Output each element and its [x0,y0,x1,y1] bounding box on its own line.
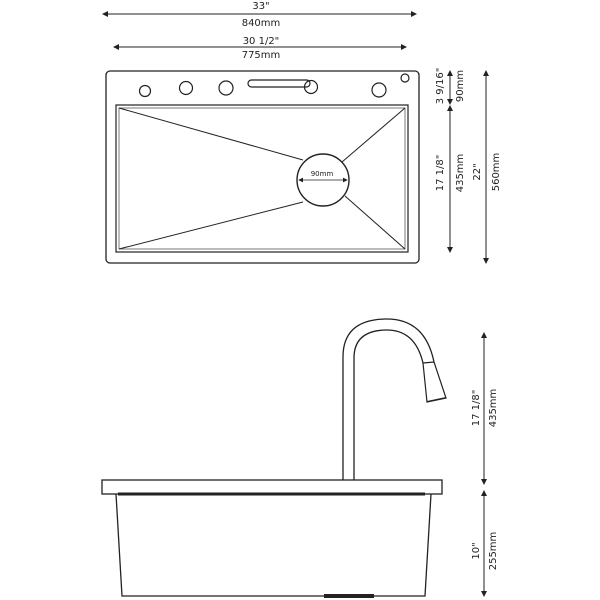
basin-depth-inches-label: 17 1/8" [435,155,446,192]
faucet-outer-outline [342,318,435,480]
top-view: 33" 840mm 30 1/2" 775mm 90mm [102,1,502,264]
basin-depth-dimension: 17 1/8" 435mm [435,105,466,253]
fold-line-top-right [341,107,406,163]
bowl-depth-inches-label: 10" [471,542,482,559]
accessory-hole-2 [178,80,194,96]
overall-depth-dimension: 22" 560mm [472,70,502,264]
deck-depth-dimension: 3 9/16" 90mm [435,68,466,105]
basin-width-mm-label: 775mm [242,50,281,61]
overall-depth-inches-label: 22" [472,163,483,180]
accessory-hole-3 [218,80,234,96]
faucet-height-mm-label: 435mm [488,389,499,428]
accessory-hole-4 [303,79,319,95]
accessory-hole-1 [138,84,152,98]
fold-line-bottom-left [118,201,304,250]
faucet-nozzle [427,397,446,402]
overall-depth-mm-label: 560mm [491,153,502,192]
fold-line-top-left [118,107,304,161]
basin-outline [115,104,409,253]
faucet-sprayer-head [422,361,447,403]
side-view: 17 1/8" 435mm 10" 255mm [101,318,499,598]
fold-line-bottom-right [344,195,406,250]
accessory-hole-5 [371,82,387,98]
drain-outlet [324,594,374,598]
knife-rack-slot [247,79,311,88]
basin-width-inches-label: 30 1/2" [243,36,280,47]
drain-diameter-label: 90mm [311,170,334,178]
basin-width-dimension: 30 1/2" 775mm [113,36,407,61]
sink-outer-outline [105,70,420,264]
deck-depth-inches-label: 3 9/16" [435,68,446,105]
bowl-depth-mm-label: 255mm [488,532,499,571]
faucet [342,318,447,480]
overflow-hole [400,73,410,83]
faucet-height-dimension: 17 1/8" 435mm [471,332,499,485]
overall-width-dimension: 33" 840mm [102,1,417,29]
bowl-depth-dimension: 10" 255mm [471,490,499,597]
basin-depth-mm-label: 435mm [455,154,466,193]
faucet-height-inches-label: 17 1/8" [471,390,482,427]
drain-circle [296,153,350,207]
sink-deck-profile [101,479,443,495]
basin-inner-outline [118,107,406,250]
overall-width-mm-label: 840mm [242,18,281,29]
deck-depth-mm-label: 90mm [455,70,466,102]
faucet-inner-outline [353,329,424,480]
overall-width-inches-label: 33" [252,1,269,12]
sink-bowl-profile [115,493,432,597]
